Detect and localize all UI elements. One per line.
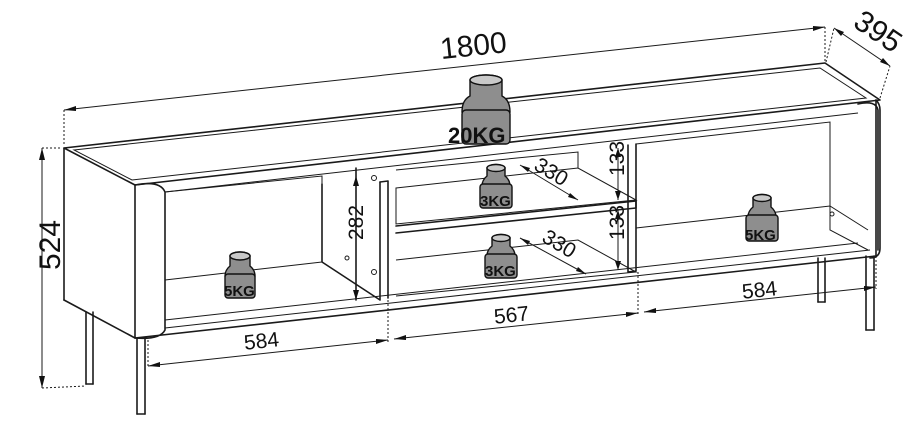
middle-upper-weight-label: 3KG [480,193,511,210]
middle-lower-weight-label: 3KG [485,263,516,280]
shelf-depth-upper-label: 330 [530,153,572,191]
shelf-spacing-lower-label: 133 [606,205,629,240]
weight-5kg-left-icon [224,251,256,299]
shelf-spacing-upper-label: 133 [606,141,629,176]
weight-3kg-upper-icon [479,163,513,209]
shelf-depth-lower-label: 330 [538,225,580,263]
depth-dimension-label: 395 [848,4,908,59]
height-dimension-label: 524 [34,220,67,270]
left-shelf-weight-label: 5KG [224,283,255,300]
cabinet-legs [85,255,875,415]
width-dimension-label: 1800 [438,26,508,66]
middle-compartment-width-label: 567 [493,302,530,329]
weight-3kg-lower-icon [484,233,518,279]
dimension-lines [39,26,891,389]
compartment-height-label: 282 [345,205,368,240]
weight-20kg-icon [461,74,511,145]
weight-5kg-right-icon [745,193,779,242]
top-weight-label: 20KG [448,123,505,148]
left-compartment-width-label: 584 [243,328,281,355]
right-shelf-weight-label: 5KG [745,227,776,244]
right-compartment-width-label: 584 [741,277,779,304]
